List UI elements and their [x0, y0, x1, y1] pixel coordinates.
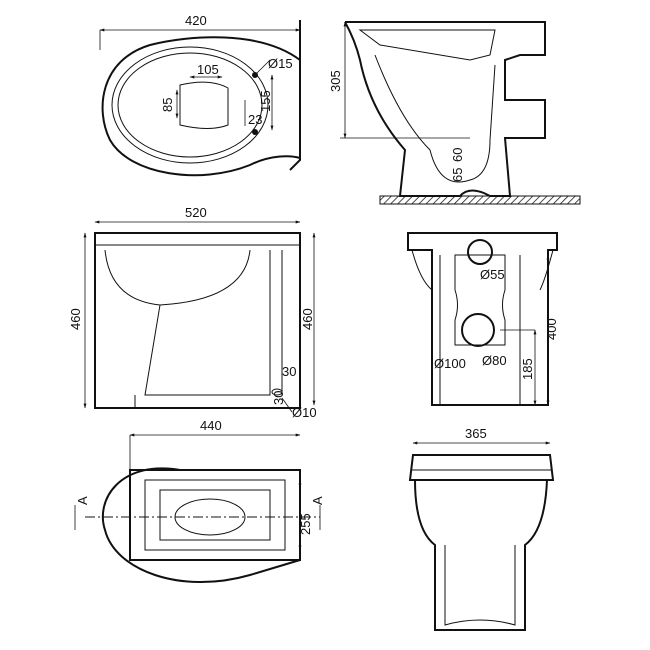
dim-185: 185: [520, 358, 535, 380]
side-section-view: 305 60 65: [328, 21, 581, 205]
side-elevation-view: 520 460 460 30 30 Ø10: [68, 205, 317, 420]
dim-60: 60: [450, 148, 465, 162]
dim-105: 105: [197, 62, 219, 77]
bottom-plan-view: 440 A A 255: [74, 418, 325, 583]
dim-420: 420: [185, 13, 207, 28]
dim-400: 400: [544, 318, 559, 340]
front-elevation-view: 365: [408, 426, 555, 631]
dim-65: 65: [450, 168, 465, 182]
dim-23: 23: [248, 112, 262, 127]
dim-460-left: 460: [68, 308, 83, 330]
section-marker-a-right: A: [310, 496, 325, 505]
dim-365: 365: [465, 426, 487, 441]
dim-305: 305: [328, 70, 343, 92]
dim-155: 155: [258, 90, 273, 112]
section-marker-a-left: A: [75, 496, 90, 505]
dim-85: 85: [160, 98, 175, 112]
dim-dia15: Ø15: [268, 56, 293, 71]
dim-460-right: 460: [300, 308, 315, 330]
top-plan-view: 420 105 85 Ø15 155 23: [99, 13, 301, 177]
dim-dia100: Ø100: [434, 356, 466, 371]
dim-30-horizontal: 30: [282, 364, 296, 379]
rear-elevation-view: Ø55 400 185 Ø100 Ø80: [407, 232, 559, 406]
dim-30-vertical: 30: [271, 391, 286, 405]
dim-520: 520: [185, 205, 207, 220]
dim-255: 255: [298, 513, 313, 535]
dim-dia10: Ø10: [292, 405, 317, 420]
dim-440: 440: [200, 418, 222, 433]
dim-dia80: Ø80: [482, 353, 507, 368]
dim-dia55: Ø55: [480, 267, 505, 282]
